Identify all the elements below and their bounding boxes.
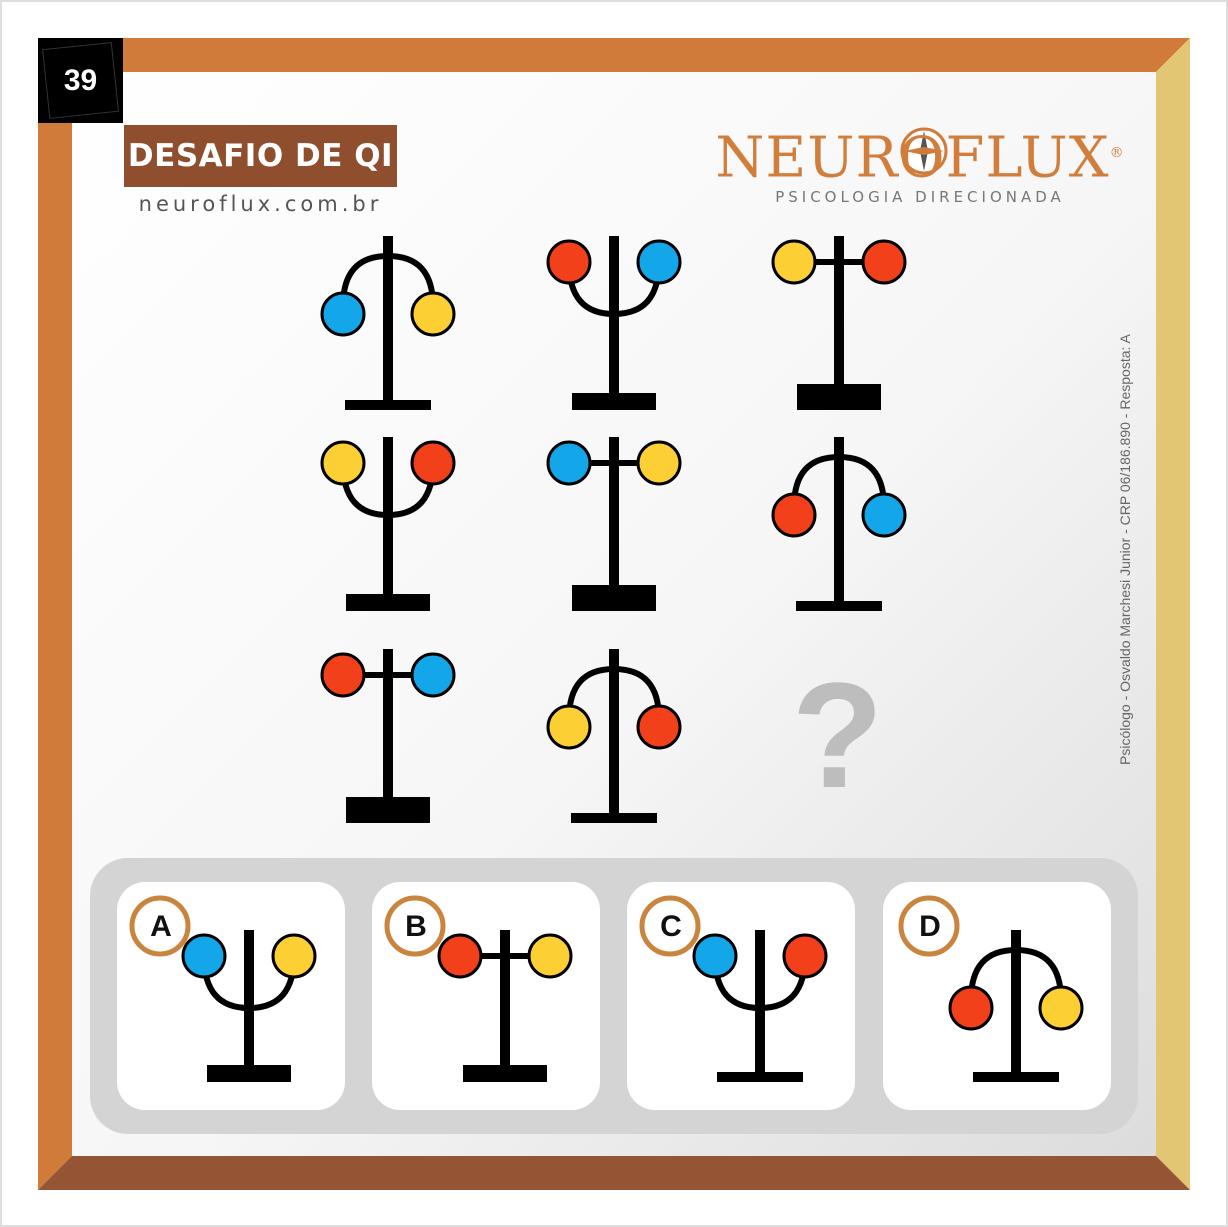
puzzle-title: DESAFIO DE QI — [124, 125, 397, 187]
right-ball — [636, 440, 682, 486]
site-url[interactable]: neuroflux.com.br — [138, 192, 383, 216]
base — [796, 601, 882, 611]
brand-logo: NEUROFLUX® — [700, 118, 1140, 194]
option-letter-d[interactable]: D — [919, 910, 941, 943]
arch-arm — [968, 946, 1064, 1001]
cup-arm — [566, 261, 662, 318]
left-ball — [181, 933, 227, 979]
left-ball — [948, 985, 994, 1031]
left-ball — [546, 239, 592, 285]
option-figure-a — [181, 930, 317, 1082]
option-letter-b[interactable]: B — [405, 910, 427, 943]
base — [346, 797, 430, 823]
option-figure-d — [948, 930, 1084, 1082]
frame-bottom — [38, 1156, 1190, 1190]
cup-arm — [201, 955, 297, 1012]
grid-figure-3 — [771, 236, 907, 410]
grid-figure-8 — [546, 649, 682, 823]
brand-tagline: PSICOLOGIA DIRECIONADA — [775, 188, 1065, 206]
left-ball — [320, 440, 366, 486]
arch-arm — [791, 453, 887, 508]
credit-line: Psicólogo - Osvaldo Marchesi Junior - CR… — [1117, 334, 1133, 765]
right-ball — [636, 239, 682, 285]
left-ball — [320, 291, 366, 337]
right-ball — [410, 291, 456, 337]
option-rings-layer — [129, 895, 960, 957]
option-letter-a[interactable]: A — [150, 910, 172, 943]
left-ball — [692, 933, 738, 979]
option-ring-c — [639, 895, 701, 957]
figures-layer — [181, 236, 1084, 1082]
base — [797, 384, 881, 410]
cup-arm — [712, 955, 808, 1012]
base — [571, 813, 657, 823]
options-tray — [90, 858, 1138, 1134]
left-ball — [771, 239, 817, 285]
base — [207, 1065, 291, 1082]
option-ring-b — [384, 895, 446, 957]
grid-figure-5 — [546, 437, 682, 611]
option-figure-b — [437, 930, 573, 1082]
grid-figure-6 — [771, 437, 907, 611]
right-ball — [782, 933, 828, 979]
left-ball — [320, 652, 366, 698]
base — [346, 594, 430, 611]
grid-figure-7 — [320, 649, 456, 823]
grid-figure-1 — [320, 236, 456, 410]
right-ball — [636, 704, 682, 750]
left-ball — [546, 704, 592, 750]
registered-mark: ® — [1109, 145, 1125, 161]
frame-right — [1156, 38, 1190, 1190]
option-ring-d — [898, 895, 960, 957]
arch-arm — [566, 665, 662, 720]
grid-figure-2 — [546, 236, 682, 410]
option-letter-c[interactable]: C — [660, 910, 682, 943]
right-ball — [861, 239, 907, 285]
right-ball — [1038, 985, 1084, 1031]
puzzle-number: 39 — [63, 63, 98, 97]
right-ball — [861, 492, 907, 538]
left-ball — [437, 933, 483, 979]
right-ball — [527, 933, 573, 979]
question-mark: ? — [791, 651, 884, 819]
option-ring-a — [129, 895, 191, 957]
arch-arm — [340, 252, 436, 307]
base — [717, 1072, 803, 1082]
base — [572, 585, 656, 611]
base — [463, 1065, 547, 1082]
base — [973, 1072, 1059, 1082]
option-figure-c — [692, 930, 828, 1082]
brand-name: NEUROFLUX — [715, 125, 1110, 191]
compass-icon — [900, 127, 948, 175]
cup-arm — [340, 462, 436, 519]
right-ball — [410, 440, 456, 486]
right-ball — [271, 933, 317, 979]
base — [572, 393, 656, 410]
left-ball — [546, 440, 592, 486]
number-badge — [38, 38, 123, 123]
left-ball — [771, 492, 817, 538]
grid-figure-4 — [320, 437, 456, 611]
right-ball — [410, 652, 456, 698]
frame-left — [38, 38, 72, 1190]
frame-top — [38, 38, 1190, 72]
base — [345, 400, 431, 410]
